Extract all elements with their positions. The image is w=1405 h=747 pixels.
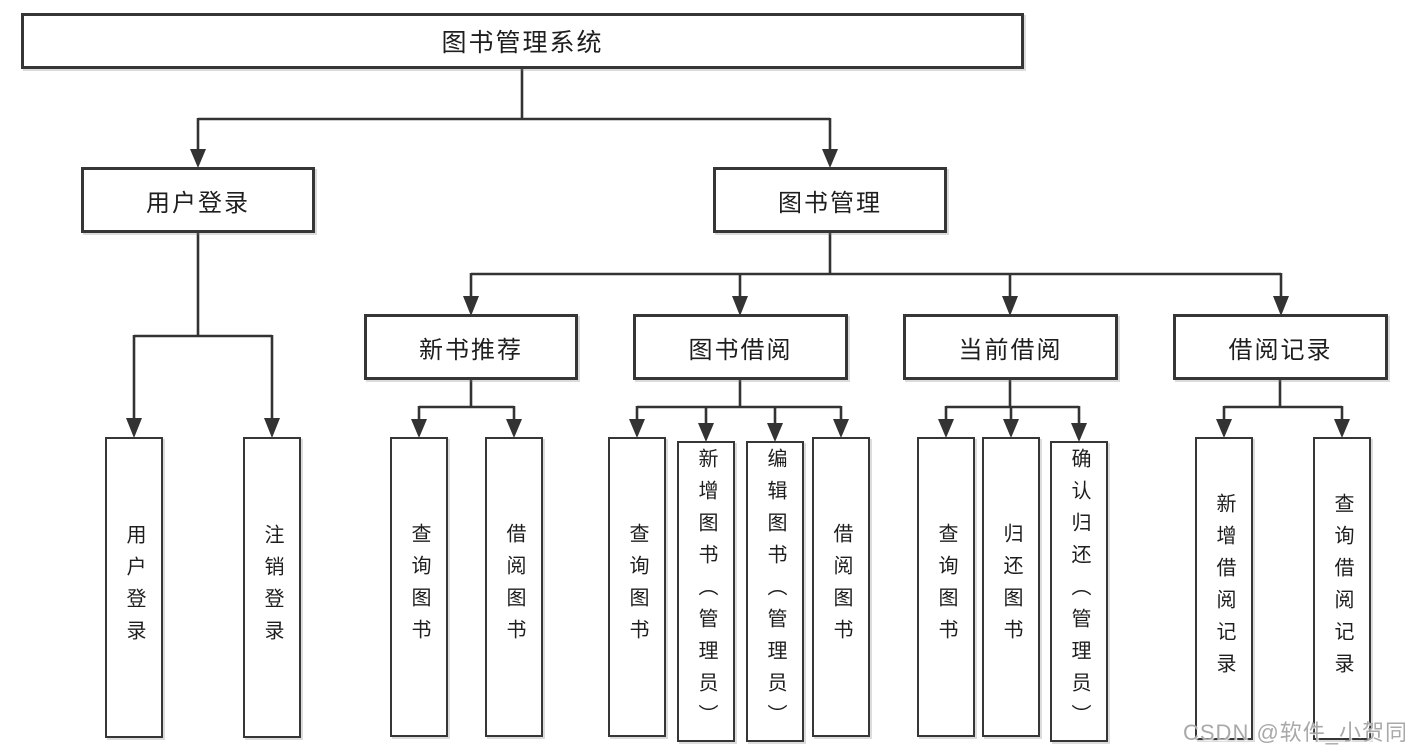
arrowhead-leaf-logout [264,418,280,438]
leaf-records-add-record: 新增借阅记录 [1195,437,1253,740]
leaf-recommend-borrow-books: 借阅图书 [485,437,543,737]
arrowhead-borrowing-records [1273,296,1289,316]
leaf-borrowing-edit-books: 编辑图书（管理员） [746,441,804,742]
leaf-borrowing-borrow-books: 借阅图书 [812,437,870,737]
leaf-label-user-login: 用户登录 [123,523,145,652]
node-new-book-recommend: 新书推荐 [364,314,578,380]
leaf-label-logout: 注销登录 [261,523,283,652]
arrowhead-borrowing-borrow [833,419,849,438]
node-label-user-login-branch: 用户登录 [146,189,250,217]
arrowhead-current-query [938,419,954,438]
leaf-current-confirm-return: 确认归还（管理员） [1050,441,1108,742]
arrowhead-current-confirm [1071,423,1087,442]
arrowhead-new-book-recommend [463,296,479,316]
node-book-borrowing: 图书借阅 [633,314,848,380]
node-label-book-borrowing: 图书借阅 [688,336,793,364]
arrowhead-records-query [1334,419,1350,438]
leaf-label-borrowing-query-books: 查询图书 [626,523,648,651]
leaf-borrowing-query-books: 查询图书 [608,437,666,737]
arrowhead-borrowing-edit [767,423,783,442]
leaf-label-recommend-query-books: 查询图书 [408,523,430,651]
leaf-label-current-confirm-return: 确认归还（管理员） [1068,447,1090,736]
leaf-label-borrowing-edit-books: 编辑图书（管理员） [764,447,786,736]
node-label-book-management: 图书管理 [778,189,882,217]
arrowhead-current-return [1003,419,1019,438]
arrowhead-leaf-user-login [126,418,142,438]
leaf-label-records-add-record: 新增借阅记录 [1213,492,1235,685]
arrowhead-book-management [822,149,838,168]
arrowhead-user-login-group [190,149,206,168]
leaf-logout: 注销登录 [243,437,301,738]
leaf-label-borrowing-add-books: 新增图书（管理员） [695,447,717,736]
node-borrowing-records: 借阅记录 [1173,314,1388,380]
leaf-label-current-query-books: 查询图书 [935,523,957,651]
node-label-new-book-recommend: 新书推荐 [419,336,523,364]
leaf-recommend-query-books: 查询图书 [390,437,448,737]
leaf-label-borrowing-borrow-books: 借阅图书 [830,523,852,651]
arrowhead-recommend-borrow [506,419,522,438]
node-library-management-system: 图书管理系统 [21,13,1024,69]
csdn-watermark: CSDN @软件_小贺同学 [1183,720,1405,745]
node-current-borrowing: 当前借阅 [903,314,1118,380]
arrowhead-current-borrowing [1002,296,1018,316]
leaf-records-query-record: 查询借阅记录 [1313,437,1371,740]
node-label-current-borrowing: 当前借阅 [958,336,1063,364]
leaf-current-return-books: 归还图书 [982,437,1040,737]
node-label-root: 图书管理系统 [441,29,604,57]
node-user-login-branch: 用户登录 [81,167,315,233]
leaf-current-query-books: 查询图书 [917,437,975,737]
leaf-borrowing-add-books: 新增图书（管理员） [677,441,735,742]
arrowhead-book-borrowing [732,296,748,316]
arrowhead-recommend-query [411,419,427,438]
arrowhead-records-add [1216,419,1232,438]
leaf-label-recommend-borrow-books: 借阅图书 [503,523,525,651]
arrowhead-borrowing-query [629,419,645,438]
node-label-borrowing-records: 借阅记录 [1228,336,1333,364]
leaf-label-records-query-record: 查询借阅记录 [1331,492,1353,685]
leaf-user-login: 用户登录 [105,437,163,738]
leaf-label-current-return-books: 归还图书 [1000,523,1022,651]
node-book-management: 图书管理 [713,167,947,233]
arrowhead-borrowing-add [698,423,714,442]
